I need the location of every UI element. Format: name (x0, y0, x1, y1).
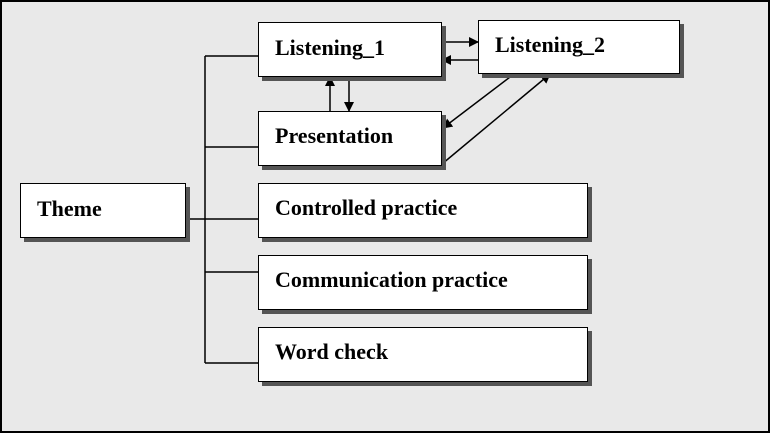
node-listening-2-label: Listening_2 (495, 32, 606, 57)
node-word-check-label: Word check (275, 339, 389, 364)
node-communication-practice: Communication practice (258, 255, 588, 310)
node-controlled-practice: Controlled practice (258, 183, 588, 238)
node-controlled-practice-label: Controlled practice (275, 195, 458, 220)
node-presentation-label: Presentation (275, 123, 394, 148)
node-presentation: Presentation (258, 111, 442, 166)
node-listening-1-label: Listening_1 (275, 35, 386, 60)
node-listening-2: Listening_2 (478, 20, 680, 74)
node-word-check: Word check (258, 327, 588, 382)
node-communication-practice-label: Communication practice (275, 267, 508, 292)
node-theme-label: Theme (37, 196, 102, 221)
arrow-presentation-to-listening2 (441, 73, 551, 165)
arrow-listening2-to-presentation (442, 73, 515, 129)
node-theme: Theme (20, 183, 186, 238)
node-listening-1: Listening_1 (258, 22, 442, 77)
